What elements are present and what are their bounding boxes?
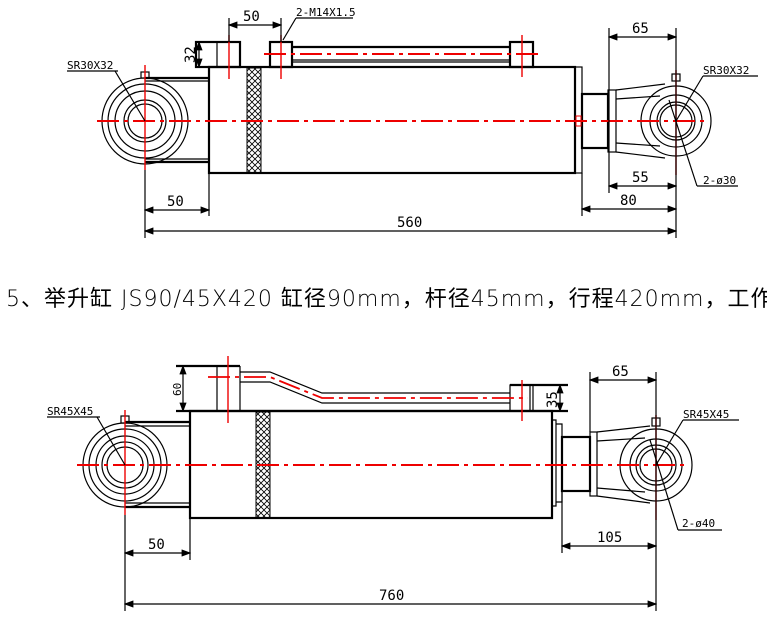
dim-rod-end-width: 65 bbox=[632, 21, 649, 37]
dim-rod-extension-bottom: 105 bbox=[597, 530, 622, 546]
pin-holes-label-bottom: 2-ø40 bbox=[682, 517, 715, 530]
left-eye-bearing-label: SR30X32 bbox=[67, 59, 113, 72]
left-eye-bottom bbox=[82, 415, 190, 509]
right-eye-bearing-label: SR30X32 bbox=[703, 64, 749, 77]
left-eye-top bbox=[101, 71, 209, 165]
right-eye-bearing-label-bottom: SR45X45 bbox=[683, 408, 729, 421]
dim-rod-end-length: 55 bbox=[632, 170, 649, 186]
left-eye-bearing-label-bottom: SR45X45 bbox=[47, 405, 93, 418]
top-cylinder: 50 2-M14X1.5 32 SR30X32 50 560 65 55 80 … bbox=[67, 6, 758, 238]
dim-port2-height: 35 bbox=[545, 391, 561, 408]
dim-overall-length-bottom: 760 bbox=[379, 588, 404, 604]
dim-rod-extension: 80 bbox=[620, 193, 637, 209]
dim-left-offset: 50 bbox=[167, 194, 184, 210]
bottom-cylinder: 60 35 SR45X45 50 760 65 105 SR45X45 2-ø4… bbox=[47, 356, 739, 611]
dim-port-height: 32 bbox=[183, 46, 199, 63]
thread-callout: 2-M14X1.5 bbox=[296, 6, 356, 19]
pin-holes-label: 2-ø30 bbox=[703, 174, 736, 187]
cylinder-spec-caption: 5、举升缸 JS90/45X420 缸径90mm，杆径45mm，行程420mm，… bbox=[6, 287, 767, 312]
dim-port-spacing: 50 bbox=[243, 9, 260, 25]
dim-port-height-bottom: 60 bbox=[171, 383, 184, 396]
dim-overall-length: 560 bbox=[397, 215, 422, 231]
dim-left-offset-bottom: 50 bbox=[148, 537, 165, 553]
dim-rod-end-width-bottom: 65 bbox=[612, 364, 629, 380]
